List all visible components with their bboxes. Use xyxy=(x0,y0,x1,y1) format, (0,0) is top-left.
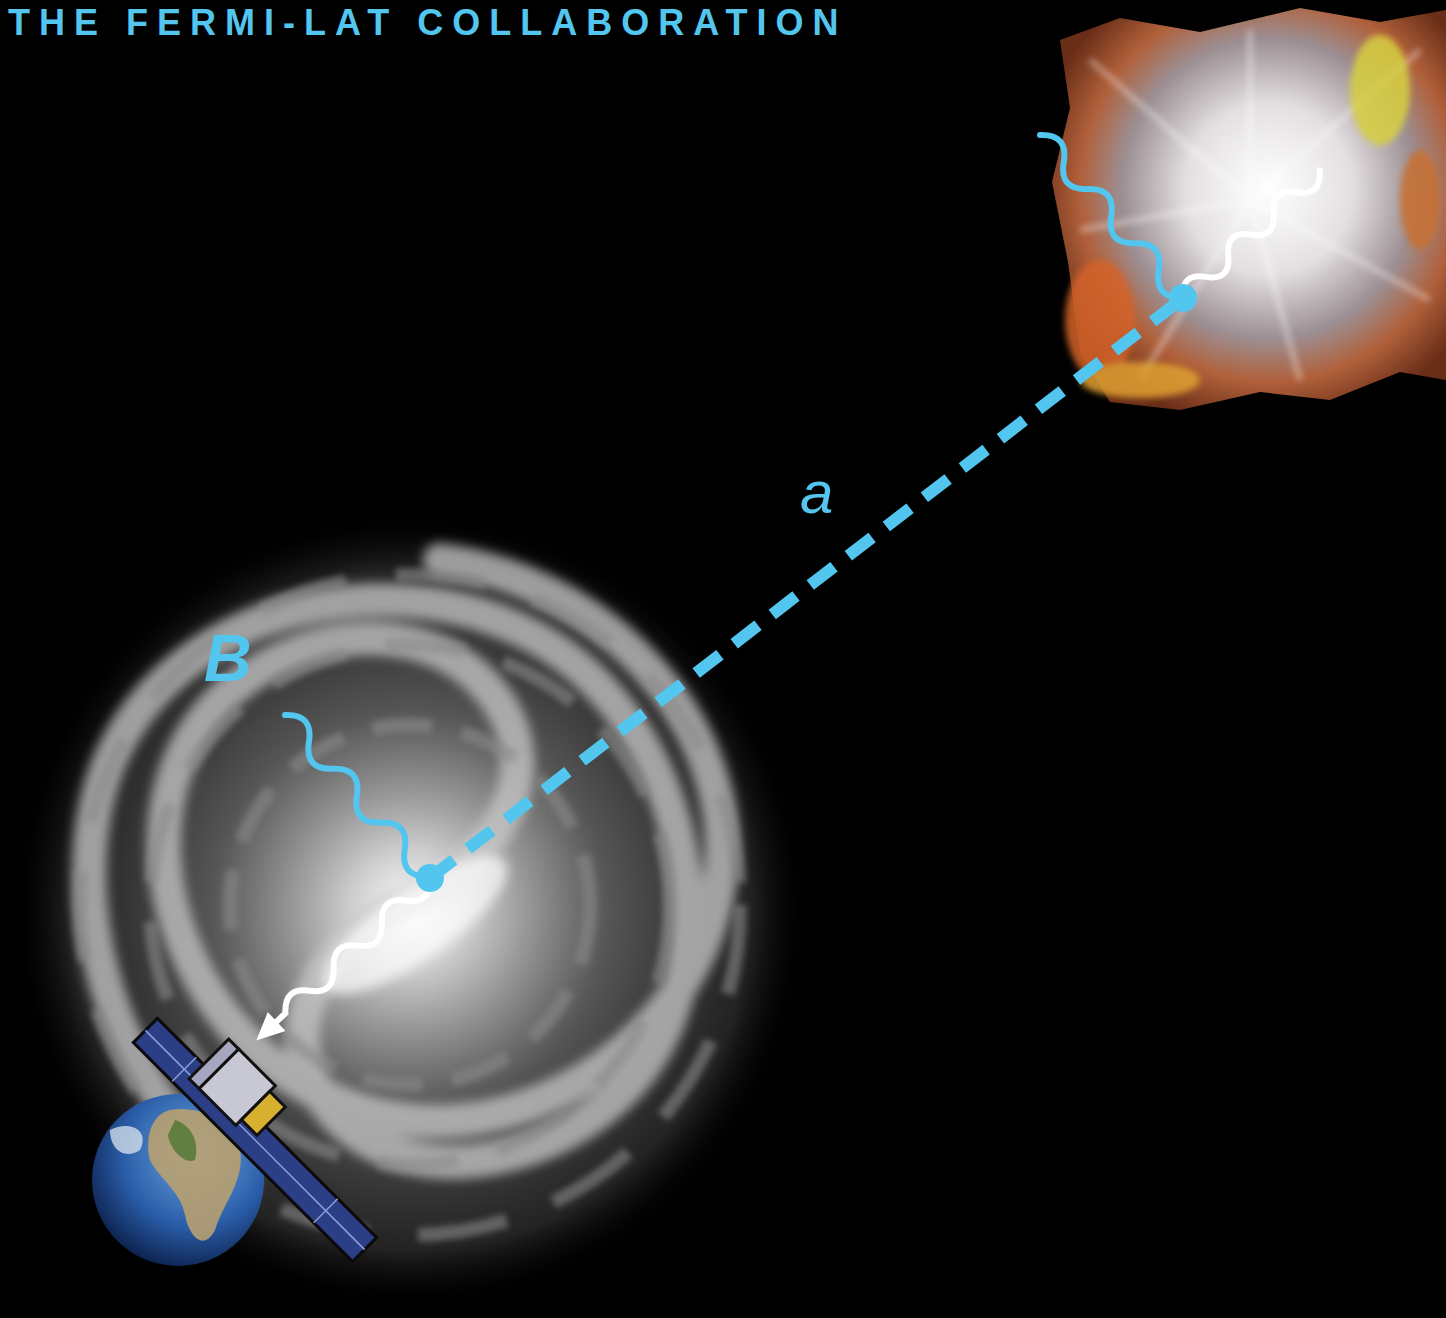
arrowhead xyxy=(247,1012,285,1050)
spiral-arm xyxy=(89,600,687,1180)
spiral-ring xyxy=(230,725,590,1085)
photon-wave xyxy=(1176,163,1326,305)
continent xyxy=(168,1120,196,1161)
galaxy xyxy=(10,510,810,1310)
ray xyxy=(1140,200,1250,380)
ejecta xyxy=(1400,150,1440,250)
collaboration-title: THE FERMI-LAT COLLABORATION xyxy=(8,2,848,44)
panel-line xyxy=(145,1030,364,1249)
solar-panel xyxy=(133,1018,376,1261)
ejecta xyxy=(1350,35,1410,145)
galaxy-glow xyxy=(10,510,810,1310)
photon-wave xyxy=(277,708,437,884)
axion-line xyxy=(430,298,1183,878)
magnetic-field-wave xyxy=(277,708,437,884)
magnetic-field-label: B xyxy=(204,620,252,696)
ray xyxy=(1090,60,1250,200)
spiral-ring xyxy=(150,645,670,1165)
gamma-ray-wave xyxy=(1176,163,1326,305)
photon-wave xyxy=(247,869,439,1051)
magnetic-field-wave xyxy=(1032,128,1192,306)
gamma-ray-wave xyxy=(268,871,436,1030)
photon-wave xyxy=(1032,128,1192,306)
ray xyxy=(1080,200,1250,230)
axion-label: a xyxy=(800,458,833,527)
satellite-body xyxy=(189,1039,291,1141)
spiral-ring xyxy=(80,575,740,1235)
spacecraft-bus xyxy=(241,1091,285,1135)
satellite xyxy=(133,1018,376,1261)
galaxy-bar xyxy=(305,833,525,1017)
cloud xyxy=(110,1126,143,1154)
vertex-dot xyxy=(1169,284,1197,312)
ray xyxy=(1247,30,1253,200)
vertex-dot xyxy=(416,864,444,892)
instrument-top xyxy=(189,1039,238,1088)
